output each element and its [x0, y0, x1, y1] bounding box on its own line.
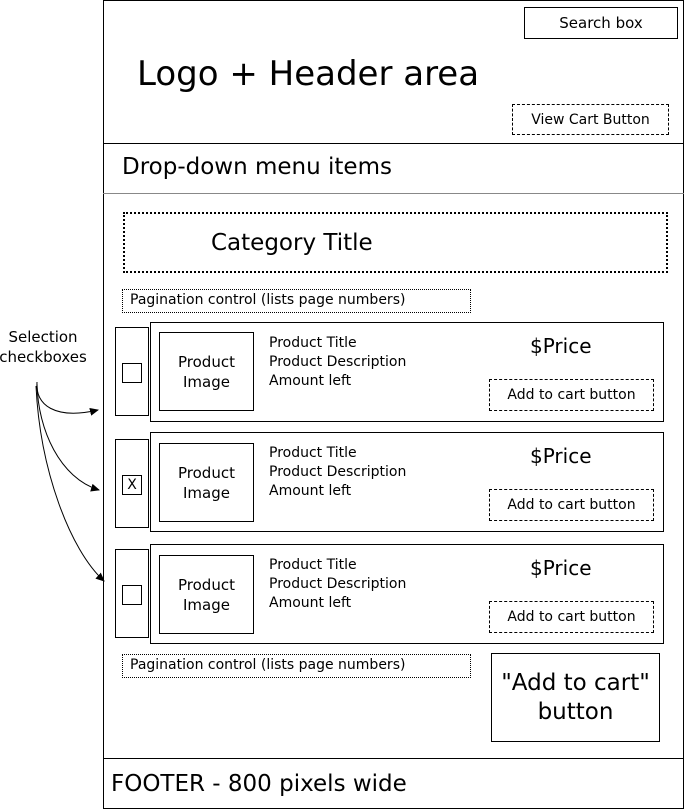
checkbox-cell — [115, 327, 149, 416]
checkbox-cell: X — [115, 439, 149, 528]
product-image-label: Product Image — [178, 352, 235, 391]
product-description: Product Description — [269, 354, 407, 370]
add-to-cart-button[interactable]: Add to cart button — [489, 601, 654, 633]
product-row: Product Image Product Title Product Desc… — [150, 322, 664, 422]
arrow-to-checkbox-1 — [36, 381, 99, 416]
arrow-to-checkbox-2 — [36, 383, 100, 492]
add-to-cart-button[interactable]: Add to cart button — [489, 379, 654, 411]
view-cart-button-label: View Cart Button — [531, 111, 650, 128]
annotation-arrows — [35, 381, 105, 582]
product-row: Product Image Product Title Product Desc… — [150, 544, 664, 644]
logo-header-label: Logo + Header area — [137, 54, 480, 94]
add-to-cart-main-button[interactable]: "Add to cart" button — [491, 653, 660, 742]
selection-checkbox[interactable] — [122, 585, 142, 605]
product-title: Product Title — [269, 557, 357, 573]
category-title-box: Category Title — [123, 212, 668, 273]
product-amount-left: Amount left — [269, 483, 352, 499]
product-row: Product Image Product Title Product Desc… — [150, 432, 664, 532]
product-image: Product Image — [159, 555, 254, 634]
dropdown-menu-label: Drop-down menu items — [122, 154, 392, 180]
pagination-top-label: Pagination control (lists page numbers) — [130, 292, 406, 308]
arrow-to-checkbox-3 — [35, 385, 105, 582]
add-to-cart-label: Add to cart button — [507, 387, 636, 403]
product-description: Product Description — [269, 576, 407, 592]
selection-checkbox[interactable]: X — [122, 475, 142, 495]
product-description: Product Description — [269, 464, 407, 480]
product-image-label: Product Image — [178, 575, 235, 614]
footer-label: FOOTER - 800 pixels wide — [111, 771, 407, 797]
pagination-bottom-label: Pagination control (lists page numbers) — [130, 657, 406, 673]
pagination-control-bottom[interactable]: Pagination control (lists page numbers) — [122, 654, 471, 678]
add-to-cart-button[interactable]: Add to cart button — [489, 489, 654, 521]
search-box-label: Search box — [559, 14, 643, 32]
product-image: Product Image — [159, 443, 254, 522]
product-amount-left: Amount left — [269, 595, 352, 611]
product-image: Product Image — [159, 332, 254, 411]
add-to-cart-label: Add to cart button — [507, 609, 636, 625]
dropdown-menu-bar[interactable]: Drop-down menu items — [103, 144, 684, 194]
product-image-label: Product Image — [178, 463, 235, 502]
product-title: Product Title — [269, 445, 357, 461]
category-title: Category Title — [211, 230, 373, 256]
view-cart-button[interactable]: View Cart Button — [512, 104, 669, 135]
product-price: $Price — [530, 334, 592, 358]
header-area — [103, 0, 684, 144]
product-price: $Price — [530, 556, 592, 580]
pagination-control-top[interactable]: Pagination control (lists page numbers) — [122, 289, 471, 313]
selection-checkbox[interactable] — [122, 363, 142, 383]
product-title: Product Title — [269, 335, 357, 351]
selection-checkboxes-annotation: Selection checkboxes — [0, 328, 87, 366]
product-price: $Price — [530, 444, 592, 468]
add-to-cart-main-label: "Add to cart" button — [501, 669, 650, 725]
search-box[interactable]: Search box — [524, 7, 678, 39]
checkbox-cell — [115, 549, 149, 638]
add-to-cart-label: Add to cart button — [507, 497, 636, 513]
product-amount-left: Amount left — [269, 373, 352, 389]
footer: FOOTER - 800 pixels wide — [103, 758, 684, 809]
